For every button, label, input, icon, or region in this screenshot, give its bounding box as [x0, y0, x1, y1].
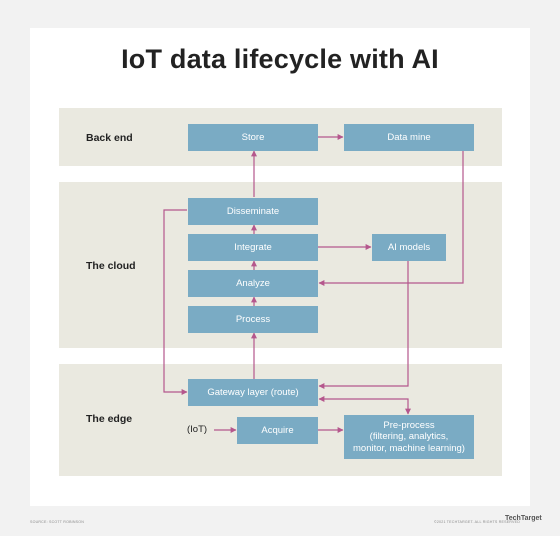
node-store: Store [188, 124, 318, 151]
node-gateway: Gateway layer (route) [188, 379, 318, 406]
source-credit: SOURCE: SCOTT ROBINSON [30, 520, 85, 524]
node-preprocess: Pre-process (filtering, analytics, monit… [344, 415, 474, 459]
node-process: Process [188, 306, 318, 333]
node-disseminate: Disseminate [188, 198, 318, 225]
brand-logo: TechTarget [505, 515, 542, 522]
node-acquire: Acquire [237, 417, 318, 444]
arrow-gateway-preprocess [318, 396, 411, 415]
node-data-mine: Data mine [344, 124, 474, 151]
band-label-cloud: The cloud [86, 260, 136, 272]
copyright-notice: ©2021 TECHTARGET. ALL RIGHTS RESERVED [434, 520, 521, 524]
band-label-back-end: Back end [86, 132, 133, 144]
diagram-title: IoT data lifecycle with AI [121, 44, 439, 74]
node-analyze: Analyze [188, 270, 318, 297]
band-label-edge: The edge [86, 413, 133, 425]
arrow-ai-models-to-gateway [318, 261, 409, 389]
arrow-data-mine-to-analyze [318, 151, 464, 286]
node-integrate: Integrate [188, 234, 318, 261]
iot-label: (IoT) [187, 424, 208, 435]
arrow-disseminate-to-gateway [163, 209, 188, 395]
node-ai-models: AI models [372, 234, 446, 261]
